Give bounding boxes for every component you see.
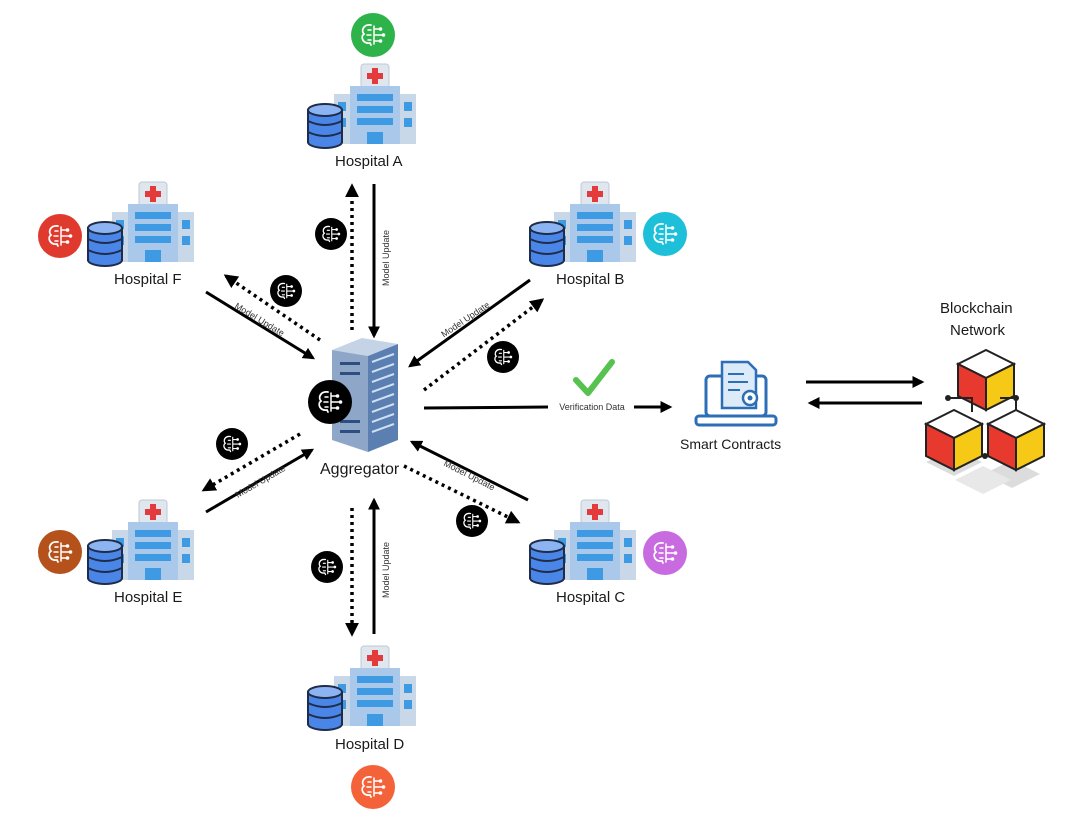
arrow-aggregator-to-hospital-e <box>201 432 301 492</box>
hospital-d-model-badge <box>351 765 395 809</box>
blockchain-cubes-icon <box>923 348 1047 494</box>
laptop-document-icon <box>694 360 778 427</box>
edge-model-badge-e <box>216 428 248 460</box>
blockchain-label-line2: Network <box>950 322 1006 339</box>
database-icon <box>87 539 123 585</box>
database-icon <box>307 685 343 731</box>
smart-contracts-label: Smart Contracts <box>680 436 782 452</box>
blockchain-label-line1: Blockchain <box>940 300 1013 317</box>
arrow-hospital-c-to-aggregator <box>409 440 529 502</box>
edge-verification: Verification Data <box>423 401 673 413</box>
hospital-d-label: Hospital D <box>335 736 405 753</box>
database-icon <box>87 221 123 267</box>
aggregator-model-badge <box>308 380 352 424</box>
edge-label-model-update-a: Model Update <box>381 230 391 286</box>
hospital-e-model-badge <box>38 530 82 574</box>
arrow-hospital-f-to-aggregator <box>205 290 316 360</box>
arrow-hospital-e-to-aggregator <box>205 448 315 514</box>
hospital-a <box>307 13 417 149</box>
hospital-c-label: Hospital C <box>556 589 626 606</box>
hospital-f <box>38 181 195 267</box>
hospital-c-model-badge <box>643 531 687 575</box>
arrow-hospital-b-to-aggregator <box>408 278 531 368</box>
aggregator <box>308 338 398 452</box>
database-icon <box>307 103 343 149</box>
hospital-f-model-badge <box>38 214 82 258</box>
hospital-b <box>529 181 687 267</box>
edge-model-badge-b <box>487 341 519 373</box>
edge-label-model-update-e: Model Update <box>234 463 288 500</box>
edge-hospital-a: Model Update <box>345 183 391 339</box>
hospital-a-model-badge <box>351 13 395 57</box>
hospital-d <box>307 645 417 809</box>
edge-hospital-b: Model Update <box>408 278 545 392</box>
edge-label-model-update-b: Model Update <box>439 300 491 340</box>
hospital-f-label: Hospital F <box>114 271 182 288</box>
database-icon <box>529 221 565 267</box>
hospital-building-icon <box>111 181 195 263</box>
edge-model-badge-a <box>315 218 347 250</box>
hospital-building-icon <box>333 63 417 145</box>
edge-model-badge-f <box>270 275 302 307</box>
arrow-aggregator-to-hospital-f <box>223 274 321 342</box>
edge-hospital-f: Model Update <box>205 274 321 360</box>
aggregator-label: Aggregator <box>320 461 400 478</box>
hospital-e <box>38 499 195 585</box>
hospital-e-label: Hospital E <box>114 589 183 606</box>
edge-model-badge-c <box>456 505 488 537</box>
edge-label-model-update-d: Model Update <box>381 542 391 598</box>
edge-hospital-d: Model Update <box>345 497 391 637</box>
hospital-a-label: Hospital A <box>335 153 403 170</box>
edge-label-model-update-f: Model Update <box>233 301 286 338</box>
hospital-building-icon <box>111 499 195 581</box>
checkmark-icon <box>573 359 615 396</box>
edge-model-badge-d <box>311 551 343 583</box>
edge-label-verification-data: Verification Data <box>559 402 625 412</box>
edge-blockchain <box>806 376 925 409</box>
hospital-building-icon <box>553 181 637 263</box>
arrow-aggregator-to-hospital-c <box>403 464 521 524</box>
hospital-c <box>529 499 687 585</box>
hospital-b-model-badge <box>643 212 687 256</box>
hospital-building-icon <box>553 499 637 581</box>
hospital-b-label: Hospital B <box>556 271 625 288</box>
hospital-building-icon <box>333 645 417 727</box>
database-icon <box>529 539 565 585</box>
